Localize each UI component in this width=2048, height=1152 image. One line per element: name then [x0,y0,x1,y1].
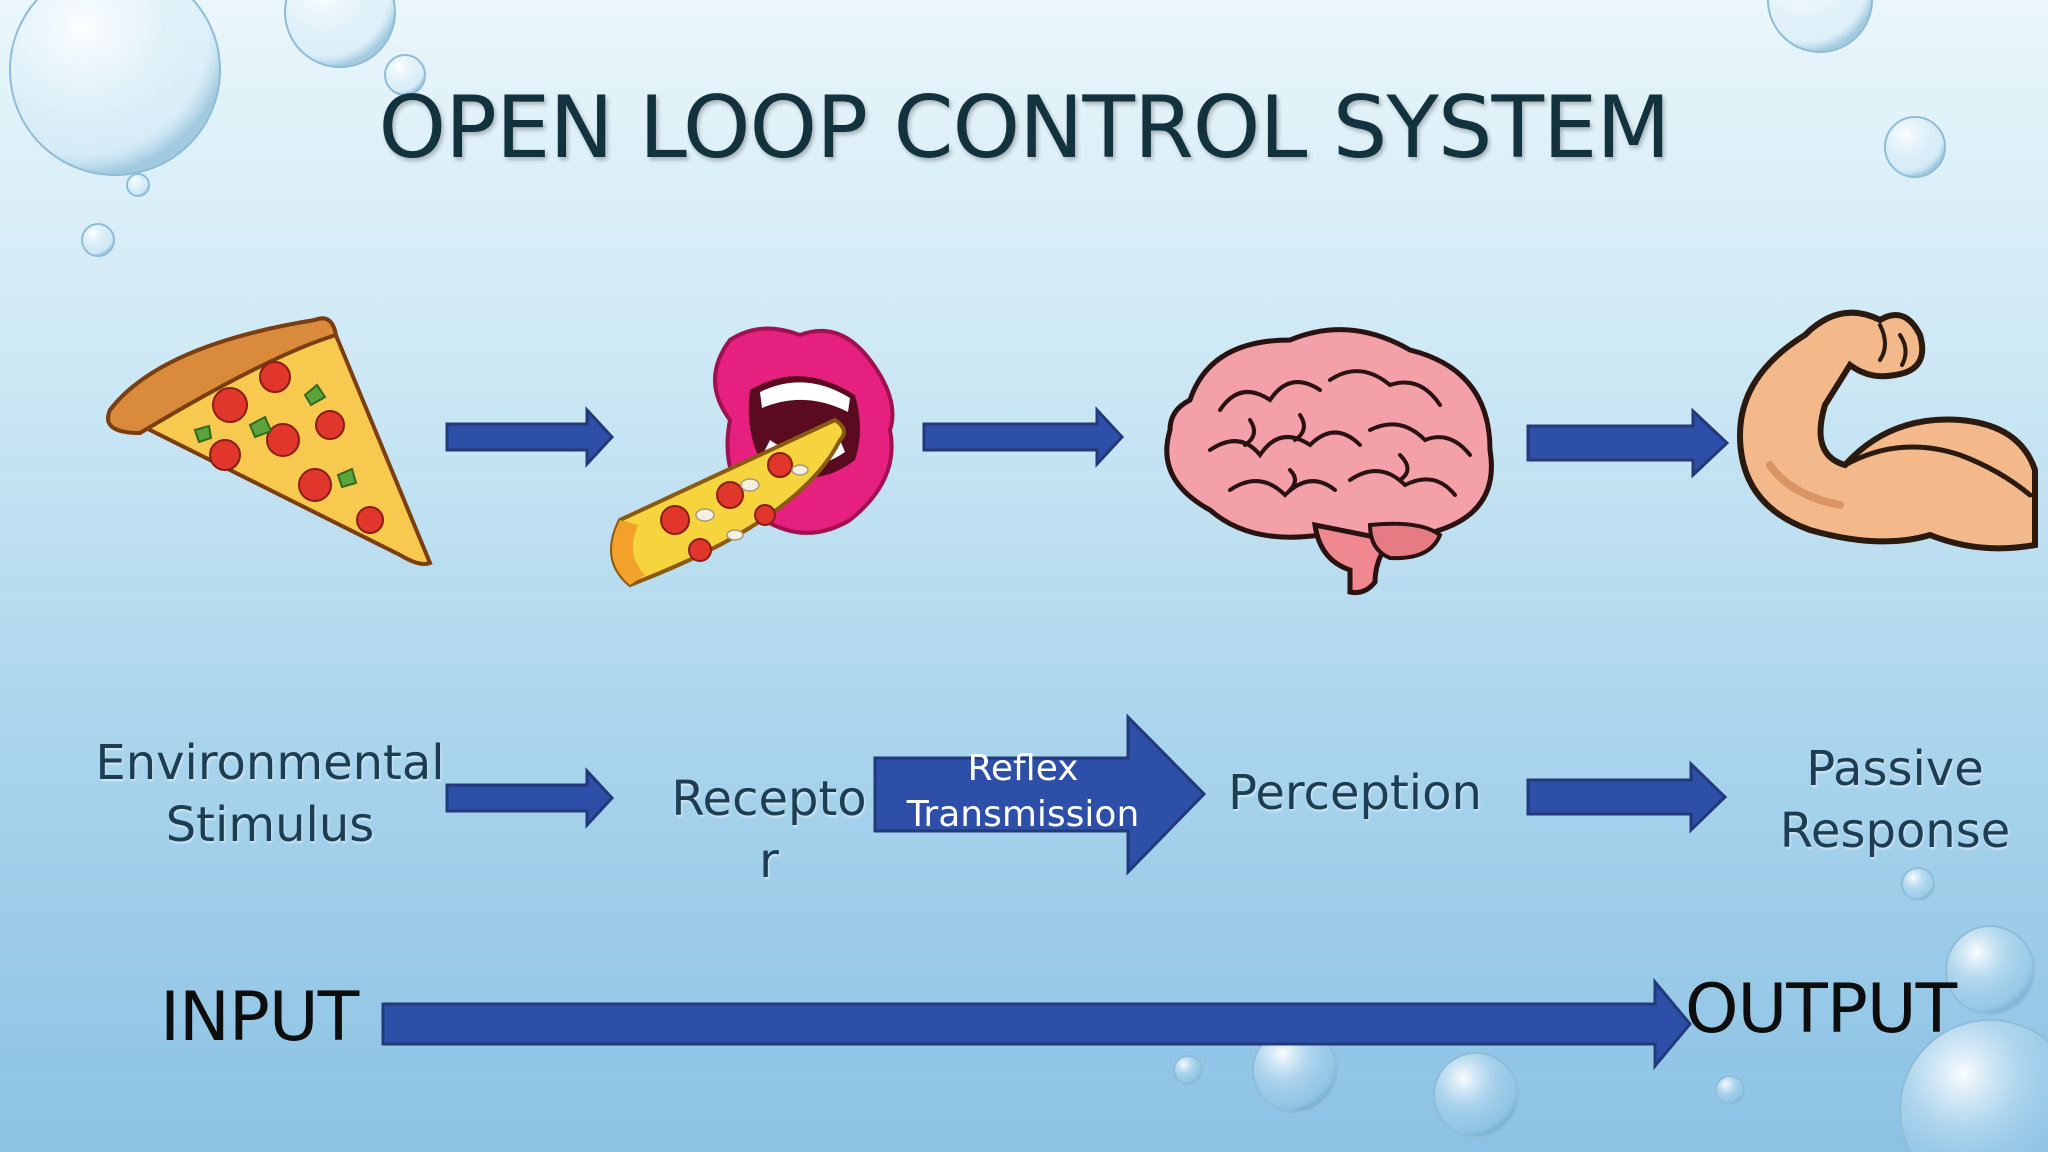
arrow-right-icon [1526,760,1728,834]
slide-title: OPEN LOOP CONTROL SYSTEM [378,78,1670,178]
brain-icon [1164,327,1494,595]
arrow-right-icon [1526,407,1730,479]
input-output-arrow [381,977,1692,1071]
bubble [1945,925,2035,1015]
stage-label-receptor: Recepto r [671,771,867,889]
mouth-eating-pizza-icon [610,326,895,588]
arrow-right-icon [445,767,615,829]
flexed-arm-icon [1736,309,2038,552]
stage-label-passive-response: Passive Response [1779,741,2011,859]
bubble [1884,116,1946,178]
bubble [1173,1055,1203,1085]
reflex-transmission-label: Reflex Transmission [906,748,1140,835]
arrow-right-icon [922,406,1125,468]
bubble [81,223,115,257]
arrow-right-icon [445,406,615,468]
bubble [284,0,396,68]
bubble [9,0,221,176]
stage-label-environmental-stimulus: Environmental Stimulus [95,735,445,853]
pizza-slice-icon [106,316,433,566]
input-label: INPUT [160,978,359,1057]
stage-label-perception: Perception [1228,765,1482,821]
bubble [1715,1075,1745,1105]
reflex-transmission-arrow [873,713,1207,876]
output-label: OUTPUT [1685,970,1957,1049]
bubble [1899,1019,2048,1152]
bubble [1901,867,1935,901]
bubble [1767,0,1873,53]
bubble [126,173,150,197]
bubble [1433,1052,1519,1138]
bubble [384,54,426,96]
